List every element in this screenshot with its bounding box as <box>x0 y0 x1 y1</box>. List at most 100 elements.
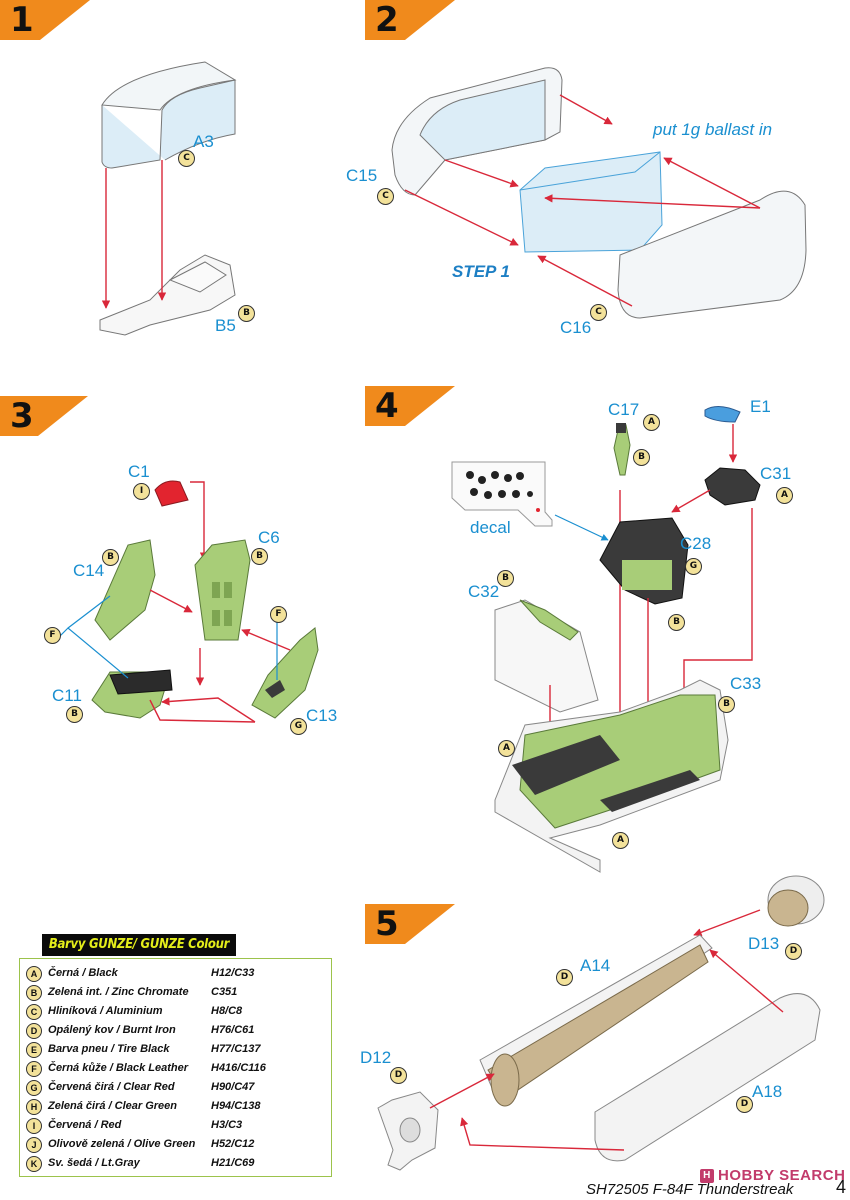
legend-name: Hliníková / Aluminium <box>48 1005 163 1017</box>
legend-title: Barvy GUNZE/ GUNZE Colour No. <box>42 934 236 974</box>
legend-badge: D <box>26 1023 42 1039</box>
part-c31 <box>704 467 761 506</box>
label-d12: D12 <box>360 1048 392 1067</box>
legend-row: H Zelená čirá / Clear Green H94/C138 <box>26 1099 326 1117</box>
color-badge-d13: D <box>785 943 802 960</box>
color-badge-a-bottom: A <box>612 832 629 849</box>
page-number: 4 <box>836 1177 847 1197</box>
legend-badge: F <box>26 1061 42 1077</box>
color-badge-c17-b: B <box>633 449 650 466</box>
label-c32: C32 <box>468 582 500 601</box>
step-banner-2 <box>365 0 455 40</box>
part-e1 <box>704 406 741 423</box>
part-a3 <box>101 61 237 169</box>
color-badge-c11: B <box>66 706 83 723</box>
part-a14 <box>479 934 713 1107</box>
color-badge-c16: C <box>590 304 607 321</box>
color-badge-d12: D <box>390 1067 407 1084</box>
part-c16 <box>617 190 807 319</box>
step-number-1: 1 <box>10 0 34 40</box>
legend-code: H3/C3 <box>211 1119 243 1131</box>
color-badge-c1: I <box>133 483 150 500</box>
part-d13 <box>767 875 825 927</box>
legend-badge: G <box>26 1080 42 1096</box>
color-badge-c17-a: A <box>643 414 660 431</box>
label-c11: C11 <box>52 686 82 705</box>
legend-code: H21/C69 <box>211 1157 255 1169</box>
label-c28: C28 <box>680 534 712 553</box>
label-c17: C17 <box>608 400 640 419</box>
legend-row: C Hliníková / Aluminium H8/C8 <box>26 1004 326 1022</box>
color-badge-c33: B <box>718 696 735 713</box>
legend-code: H77/C137 <box>211 1043 261 1055</box>
legend-code: H416/C116 <box>211 1062 266 1074</box>
label-a14: A14 <box>580 956 611 975</box>
legend-code: H12/C33 <box>211 967 255 979</box>
step-banner-4 <box>365 386 455 426</box>
label-step-1: STEP 1 <box>452 262 510 281</box>
part-c15 <box>391 67 563 196</box>
part-ballast-box <box>519 151 663 253</box>
color-badge-b5: B <box>238 305 255 322</box>
label-decal: decal <box>470 518 511 537</box>
color-badge-c6: B <box>251 548 268 565</box>
color-badge-f-right: F <box>270 606 287 623</box>
watermark-text: HOBBY SEARCH <box>718 1167 846 1184</box>
part-c13 <box>251 627 319 719</box>
part-a18 <box>594 993 821 1162</box>
color-badge-c28: G <box>685 558 702 575</box>
label-c13: C13 <box>306 706 338 725</box>
label-b5: B5 <box>215 316 236 335</box>
legend-name: Červená / Red <box>48 1119 122 1131</box>
legend-badge: J <box>26 1137 42 1153</box>
legend-badge: E <box>26 1042 42 1058</box>
step-banner-5 <box>365 904 455 944</box>
legend-badge: A <box>26 966 42 982</box>
legend-code: H8/C8 <box>211 1005 243 1017</box>
part-c17 <box>613 423 631 476</box>
legend-badge: I <box>26 1118 42 1134</box>
legend-name: Zelená int. / Zinc Chromate <box>48 986 189 998</box>
label-c1: C1 <box>128 462 150 481</box>
label-c16: C16 <box>560 318 592 337</box>
step-banner-3 <box>0 396 88 436</box>
legend-name: Černá kůže / Black Leather <box>48 1062 189 1074</box>
step-banner-1 <box>0 0 90 40</box>
color-badge-a14: D <box>556 969 573 986</box>
legend-name: Zelená čirá / Clear Green <box>48 1100 178 1112</box>
legend-name: Červená čirá / Clear Red <box>48 1081 175 1093</box>
color-badge-c14: B <box>102 549 119 566</box>
legend-badge: C <box>26 1004 42 1020</box>
label-c31: C31 <box>760 464 792 483</box>
color-badge-c15: C <box>377 188 394 205</box>
part-c14 <box>94 539 156 641</box>
legend-badge: H <box>26 1099 42 1115</box>
color-badge-a3: C <box>178 150 195 167</box>
legend-row: J Olivově zelená / Olive Green H52/C12 <box>26 1137 326 1155</box>
color-badge-c28-b: B <box>668 614 685 631</box>
step-number-4: 4 <box>375 386 399 426</box>
color-badge-c32: B <box>497 570 514 587</box>
legend-code: H94/C138 <box>211 1100 261 1112</box>
footer-kit-title: SH72505 F-84F Thunderstreak <box>586 1181 794 1198</box>
legend-name: Olivově zelená / Olive Green <box>48 1138 196 1150</box>
label-d13: D13 <box>748 934 780 953</box>
legend-badge: B <box>26 985 42 1001</box>
legend-row: I Červená / Red H3/C3 <box>26 1118 326 1136</box>
step-number-2: 2 <box>375 0 399 40</box>
label-a3: A3 <box>193 132 214 151</box>
legend-code: H52/C12 <box>211 1138 255 1150</box>
color-badge-f-left: F <box>44 627 61 644</box>
legend-name: Sv. šedá / Lt.Gray <box>48 1157 140 1169</box>
part-c1 <box>154 480 189 507</box>
instrument-panel-decal <box>451 461 553 527</box>
part-d12 <box>377 1091 439 1171</box>
legend-name: Opálený kov / Burnt Iron <box>48 1024 176 1036</box>
color-badge-c33-a: A <box>498 740 515 757</box>
